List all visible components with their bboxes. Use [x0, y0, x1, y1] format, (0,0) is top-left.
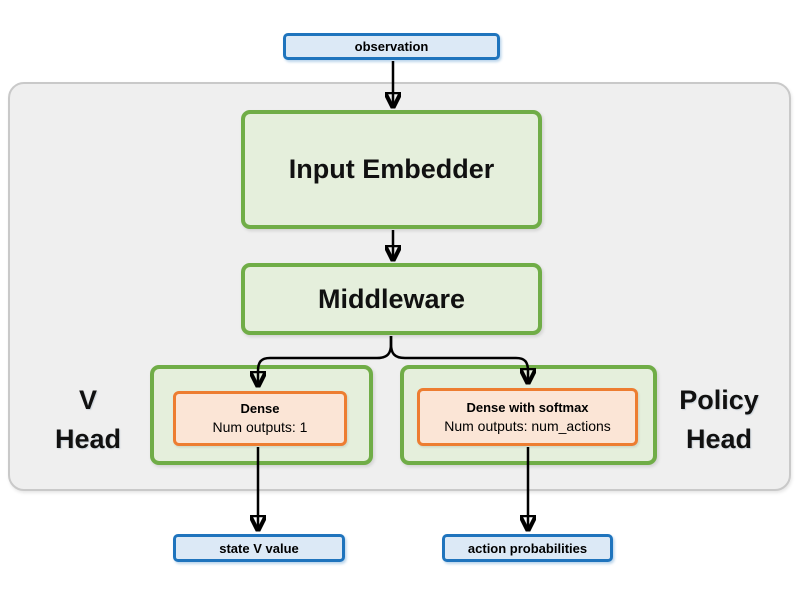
policy-dense-title: Dense with softmax [466, 399, 589, 415]
policy-head-label-line1: Policy [679, 385, 759, 415]
input-embedder-label: Input Embedder [288, 154, 495, 184]
v-head-label-line1: V [78, 385, 97, 415]
input-embedder-node: Input Embedder [241, 110, 542, 229]
action-probabilities-node: action probabilities [442, 534, 613, 562]
policy-head-label: Policy Head [655, 381, 783, 459]
v-head-label-line2: Head [54, 424, 122, 454]
v-head-label: V Head [28, 381, 148, 459]
policy-dense-node: Dense with softmax Num outputs: num_acti… [417, 388, 638, 446]
middleware-node: Middleware [241, 263, 542, 335]
v-dense-node: Dense Num outputs: 1 [173, 391, 347, 446]
state-v-value-label: state V value [219, 540, 299, 556]
action-probabilities-label: action probabilities [467, 540, 588, 556]
observation-node: observation [283, 33, 500, 60]
v-dense-title: Dense [240, 401, 280, 416]
state-v-value-node: state V value [173, 534, 345, 562]
observation-label: observation [354, 39, 429, 54]
v-dense-subtitle: Num outputs: 1 [212, 419, 308, 435]
middleware-label: Middleware [317, 283, 466, 314]
policy-dense-subtitle: Num outputs: num_actions [444, 417, 611, 434]
policy-head-label-line2: Head [685, 424, 753, 454]
